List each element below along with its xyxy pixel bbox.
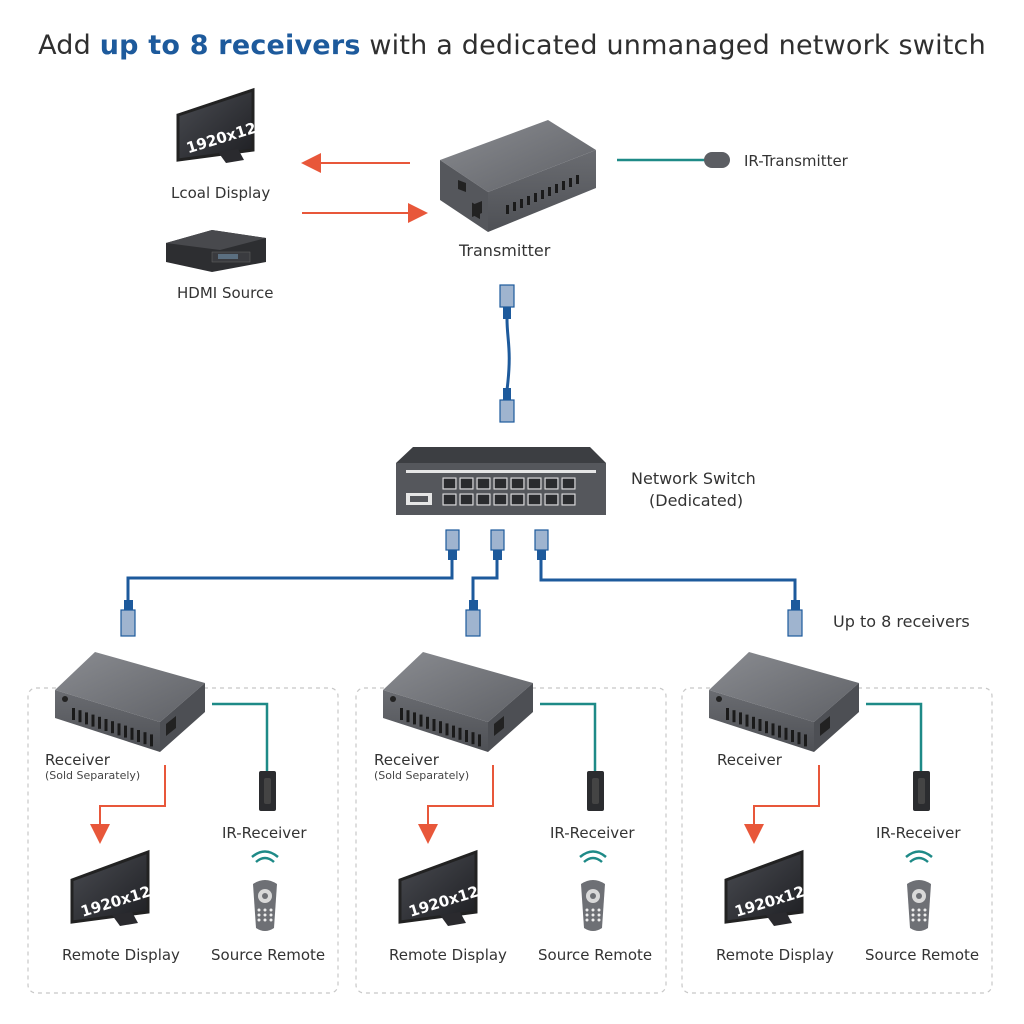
receiver-2-display-label: Remote Display (389, 946, 507, 964)
title-prefix: Add (38, 30, 100, 61)
ir-transmitter-label: IR-Transmitter (744, 152, 848, 170)
ir-receiver-cable (212, 702, 269, 772)
receiver-1-label: Receiver (45, 751, 110, 769)
cables-switch-receivers (126, 560, 797, 600)
receiver-2-label: Receiver (374, 751, 439, 769)
source-remote-icon (579, 850, 607, 931)
hdmi-source-label: HDMI Source (177, 284, 274, 302)
arrow-to-remote-display (744, 765, 820, 844)
switch-label-line2: (Dedicated) (649, 491, 744, 510)
receiver-group-2: 1920x1200 (355, 652, 667, 994)
receiver-1-display-label: Remote Display (62, 946, 180, 964)
receivers-note: Up to 8 receivers (833, 612, 970, 631)
remote-display-tv: 1920x1200 (70, 849, 173, 926)
cable-transmitter-switch (499, 284, 515, 423)
arrow-to-remote-display (418, 765, 494, 844)
receiver-2-sublabel: (Sold Separately) (374, 769, 470, 782)
switch-side-connectors (445, 529, 549, 560)
receiver-3-ir-label: IR-Receiver (876, 824, 961, 842)
receiver-3-remote-label: Source Remote (865, 946, 980, 964)
source-remote-icon (905, 850, 933, 931)
ir-receiver-cable (540, 702, 597, 772)
local-display-tv: 1920x1200 (176, 87, 279, 163)
switch-label-line1: Network Switch (631, 469, 756, 488)
transmitter-label: Transmitter (459, 241, 551, 260)
receiver-device (383, 652, 533, 752)
transmitter-device (440, 120, 596, 232)
arrow-to-remote-display (90, 765, 166, 844)
receiver-2-remote-label: Source Remote (538, 946, 653, 964)
title-highlight: up to 8 receivers (99, 30, 361, 61)
title-suffix: with a dedicated unmanaged network switc… (360, 30, 986, 61)
remote-display-tv: 1920x1200 (724, 849, 827, 926)
receiver-3-display-label: Remote Display (716, 946, 834, 964)
network-switch-device (396, 447, 606, 515)
hdmi-source-device (166, 230, 266, 272)
diagram-title: Add up to 8 receivers with a dedicated u… (0, 30, 1024, 61)
receiver-1-ir-label: IR-Receiver (222, 824, 307, 842)
source-remote-icon (251, 850, 279, 931)
receiver-group-3: 1920x1200 (681, 652, 993, 994)
receiver-2-ir-label: IR-Receiver (550, 824, 635, 842)
receiver-device (55, 652, 205, 752)
receiver-1-remote-label: Source Remote (211, 946, 326, 964)
ir-receiver-cable (866, 702, 923, 772)
remote-display-tv: 1920x1200 (398, 849, 501, 926)
receiver-group-1: 1920x1200 (27, 652, 339, 994)
receiver-device (709, 652, 859, 752)
receiver-side-connectors (120, 600, 803, 637)
receiver-3-label: Receiver (717, 751, 782, 769)
ir-transmitter-emitter (704, 152, 730, 168)
local-display-label: Lcoal Display (171, 184, 271, 202)
receiver-1-sublabel: (Sold Separately) (45, 769, 141, 782)
